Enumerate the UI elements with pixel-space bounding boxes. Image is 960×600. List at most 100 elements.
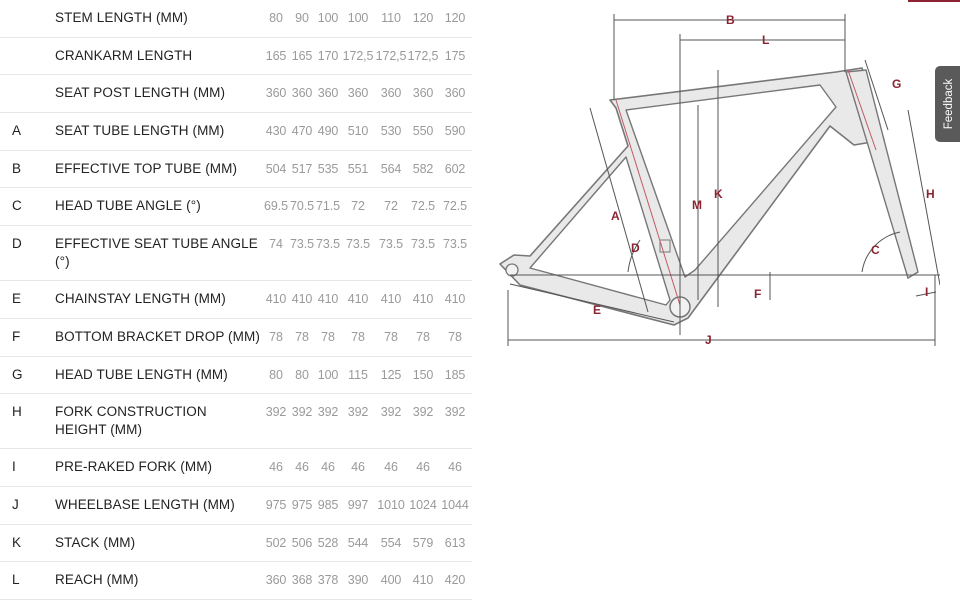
frame-geometry-diagram: B L G H K M A D C F E I J xyxy=(499,13,940,347)
size-value: 100 xyxy=(317,11,339,25)
size-value: 120 xyxy=(444,11,466,25)
size-value: 360 xyxy=(265,573,287,588)
size-value: 613 xyxy=(444,535,466,550)
label-M: M xyxy=(692,198,702,212)
size-value: 360 xyxy=(291,86,313,101)
row-letter: J xyxy=(12,496,19,512)
size-value: 1024 xyxy=(409,497,437,512)
row-letter: A xyxy=(12,123,22,139)
size-value: 551 xyxy=(347,161,369,176)
size-value: 80 xyxy=(269,11,283,25)
size-value: 46 xyxy=(295,460,309,475)
size-value: 71.5 xyxy=(316,199,340,214)
size-value: 72 xyxy=(351,199,365,214)
row-label: BOTTOM BRACKET DROP (MM) xyxy=(55,328,260,344)
size-value: 368 xyxy=(291,573,313,588)
size-value: 46 xyxy=(351,460,365,475)
label-J: J xyxy=(705,333,712,347)
size-value: 1044 xyxy=(441,497,469,512)
size-value: 392 xyxy=(444,405,466,420)
size-value: 470 xyxy=(291,124,313,139)
row-label: SEAT POST LENGTH (MM) xyxy=(55,85,226,101)
size-value: 554 xyxy=(380,535,402,550)
row-label: SEAT TUBE LENGTH (MM) xyxy=(55,123,225,139)
size-value: 390 xyxy=(347,573,369,588)
size-value: 73.5 xyxy=(316,237,340,252)
size-value: 73.5 xyxy=(379,237,403,252)
size-value: 360 xyxy=(317,86,339,101)
size-value: 73.5 xyxy=(290,237,314,252)
size-value: 550 xyxy=(412,124,434,139)
size-value: 506 xyxy=(291,535,313,550)
size-value: 46 xyxy=(321,460,335,475)
size-value: 120 xyxy=(412,11,434,25)
row-label: CHAINSTAY LENGTH (MM) xyxy=(55,291,226,307)
size-value: 392 xyxy=(412,405,434,420)
size-value: 360 xyxy=(380,86,402,101)
size-value: 360 xyxy=(347,86,369,101)
size-value: 420 xyxy=(444,573,466,588)
seat-tube-centerline xyxy=(615,99,681,306)
row-letter: K xyxy=(12,534,22,550)
label-F: F xyxy=(754,287,761,301)
size-value: 590 xyxy=(444,124,466,139)
size-value: 78 xyxy=(269,329,283,344)
size-value: 80 xyxy=(295,367,309,382)
size-value: 985 xyxy=(317,497,339,512)
dimension-lines xyxy=(507,14,940,346)
size-value: 517 xyxy=(291,161,313,176)
row-letter: E xyxy=(12,291,22,307)
size-value: 430 xyxy=(265,124,287,139)
size-value: 528 xyxy=(317,535,339,550)
row-label: STACK (MM) xyxy=(55,534,136,550)
row-letter: F xyxy=(12,328,21,344)
size-value: 410 xyxy=(317,292,339,307)
cable-port xyxy=(659,239,671,253)
row-letter: B xyxy=(12,160,22,176)
size-value: 579 xyxy=(412,535,434,550)
row-label: CRANKARM LENGTH xyxy=(55,47,193,63)
size-value: 46 xyxy=(269,460,283,475)
row-letter: C xyxy=(12,198,22,214)
size-value: 78 xyxy=(351,329,365,344)
size-value: 78 xyxy=(295,329,309,344)
row-label: FORK CONSTRUCTION HEIGHT (MM) xyxy=(55,404,207,438)
size-value: 46 xyxy=(448,460,462,475)
size-value: 410 xyxy=(347,292,369,307)
size-value: 360 xyxy=(444,86,466,101)
size-value: 544 xyxy=(347,535,369,550)
head-tube-centerline xyxy=(847,69,877,151)
size-value: 1010 xyxy=(377,497,405,512)
size-value: 80 xyxy=(269,367,283,382)
size-value: 410 xyxy=(291,292,313,307)
size-value: 360 xyxy=(412,86,434,101)
size-value: 172,5 xyxy=(342,48,374,63)
size-value: 72.5 xyxy=(443,199,467,214)
size-value: 360 xyxy=(265,86,287,101)
size-value: 78 xyxy=(384,329,398,344)
size-value: 78 xyxy=(321,329,335,344)
size-value: 115 xyxy=(348,367,368,382)
bike-frame xyxy=(499,67,919,326)
label-I: I xyxy=(925,285,928,299)
size-value: 73.5 xyxy=(346,237,370,252)
main-triangle-cutout xyxy=(625,84,837,278)
label-A: A xyxy=(611,209,620,223)
row-label: EFFECTIVE TOP TUBE (MM) xyxy=(55,160,238,176)
size-value: 510 xyxy=(347,124,369,139)
size-value: 110 xyxy=(381,11,401,25)
feedback-tab[interactable]: Feedback xyxy=(935,66,960,142)
row-label: STEM LENGTH (MM) xyxy=(55,10,188,25)
label-K: K xyxy=(714,187,723,201)
size-value: 410 xyxy=(444,292,466,307)
size-value: 975 xyxy=(265,497,287,512)
row-letter: I xyxy=(12,459,16,475)
row-label: REACH (MM) xyxy=(55,572,139,588)
